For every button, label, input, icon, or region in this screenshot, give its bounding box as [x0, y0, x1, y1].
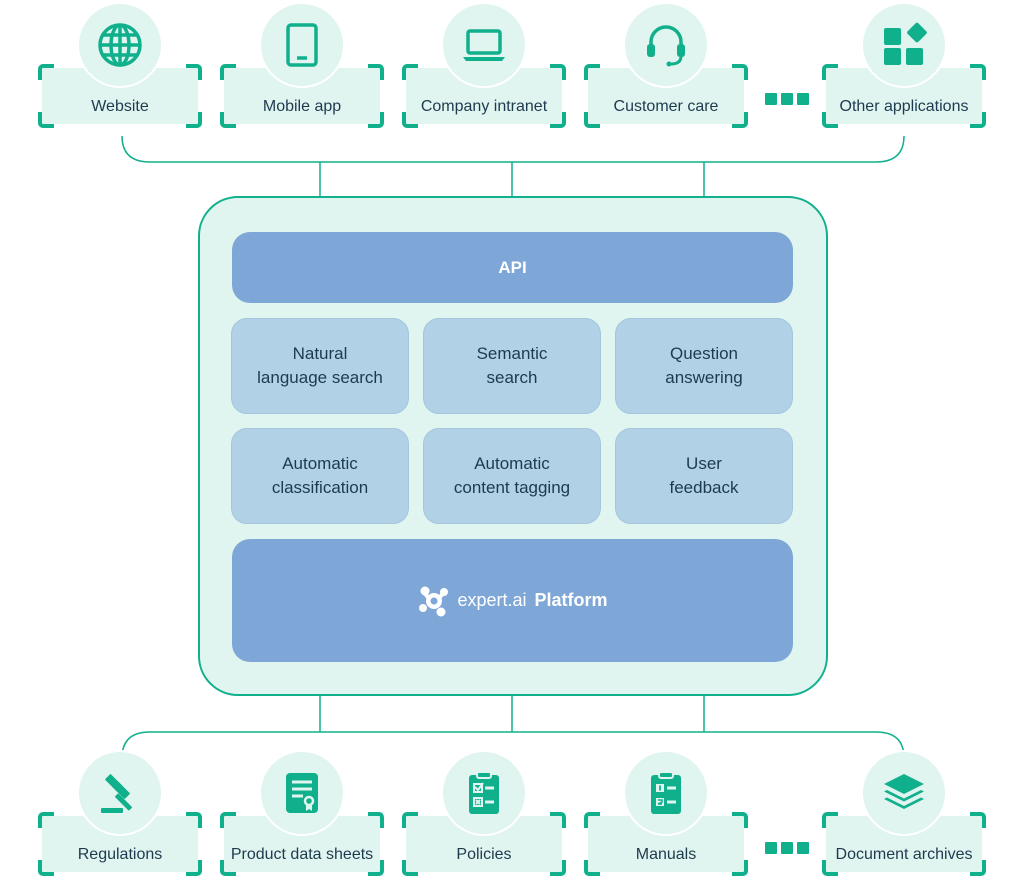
expert-ai-platform-bar: expert.ai Platform [232, 539, 793, 662]
feature-line: Natural [292, 344, 348, 363]
document-certificate-icon [286, 773, 318, 813]
clipboard-numbered-icon [651, 771, 681, 814]
card-label: Product data sheets [230, 846, 374, 863]
more-items-ellipsis [765, 842, 809, 854]
gavel-icon [101, 774, 132, 813]
globe-icon [98, 23, 142, 67]
card-label: Regulations [77, 846, 163, 863]
card-label: Manuals [635, 846, 697, 863]
feature-line: language search [257, 368, 383, 387]
platform-product: Platform [534, 590, 608, 610]
feature-line: content tagging [453, 478, 571, 497]
feature-line: answering [665, 368, 743, 387]
feature-natural-language-search: Natural language search [231, 318, 409, 414]
feature-line: feedback [669, 478, 739, 497]
api-label: API [498, 257, 527, 277]
card-label: Customer care [613, 98, 719, 115]
feature-line: Semantic [476, 344, 548, 363]
laptop-icon [463, 29, 505, 61]
card-label: Document archives [835, 846, 973, 863]
feature-question-answering: Question answering [615, 318, 793, 414]
apps-grid-icon [884, 22, 927, 65]
feature-line: Automatic [474, 454, 550, 473]
layers-icon [884, 774, 924, 809]
feature-user-feedback: User feedback [615, 428, 793, 524]
card-label: Mobile app [262, 98, 342, 115]
feature-automatic-classification: Automatic classification [231, 428, 409, 524]
headset-icon [647, 25, 685, 67]
api-bar: API [232, 232, 793, 303]
feature-line: search [486, 368, 538, 387]
clipboard-checklist-icon [469, 771, 499, 814]
expert-ai-logo-icon [419, 586, 449, 616]
feature-line: Question [669, 344, 739, 363]
feature-line: classification [271, 478, 369, 497]
card-label: Company intranet [420, 98, 548, 115]
card-label: Website [91, 98, 149, 115]
feature-line: User [686, 454, 722, 473]
platform-brand: expert.ai [457, 590, 527, 610]
card-label: Policies [456, 846, 512, 863]
tablet-icon [286, 23, 318, 67]
more-items-ellipsis [765, 93, 809, 105]
feature-semantic-search: Semantic search [423, 318, 601, 414]
feature-line: Automatic [282, 454, 358, 473]
feature-automatic-content-tagging: Automatic content tagging [423, 428, 601, 524]
card-label: Other applications [839, 98, 969, 115]
